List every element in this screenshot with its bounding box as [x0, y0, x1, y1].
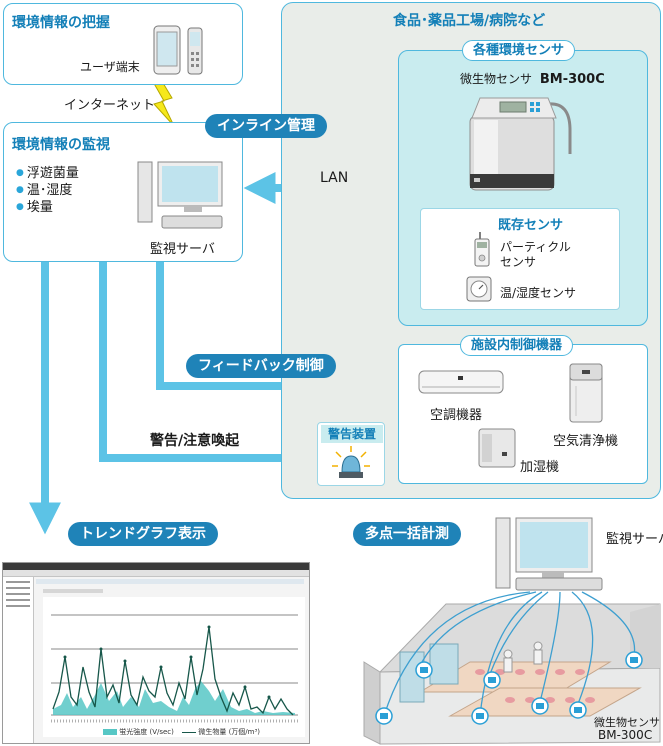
multipoint-measure-label: 多点一括計測: [353, 522, 461, 546]
humidity-sensor-icon: [466, 276, 492, 302]
user-device-label: ユーザ端末: [80, 60, 140, 74]
warning-arrow: [99, 262, 315, 474]
user-info-title: 環境情報の把握: [12, 15, 110, 31]
bottom-sensor-caption: 微生物センサ: [594, 716, 660, 729]
lan-label: LAN: [320, 170, 349, 186]
humidity-sensor-label: 温/湿度センサ: [500, 286, 577, 300]
sensors-box-title: 各種環境センサ: [462, 40, 576, 61]
app-date-field: [43, 589, 103, 593]
inline-management-label: インライン管理: [205, 114, 327, 138]
aircon-label: 空調機器: [430, 408, 483, 423]
existing-sensors-title: 既存センサ: [498, 218, 564, 233]
sensor-caption: 微生物センサ BM-300C: [460, 72, 605, 87]
legend-series-fluorescence: 蛍光強度 (V/sec): [119, 728, 174, 736]
warning-label: 警告/注意喚起: [150, 433, 240, 449]
alarm-light-icon: [332, 446, 370, 478]
humidifier-icon: [478, 428, 516, 468]
monitor-server-icon: [137, 161, 223, 229]
feedback-control-label: フィードバック制御: [186, 354, 336, 378]
particle-sensor-label: パーティクル センサ: [500, 240, 571, 269]
sensor-markers: [375, 651, 643, 725]
app-tab: [36, 579, 304, 584]
legend-series-microbe-count: 微生物量 (万個/m³): [198, 728, 261, 736]
monitor-item: 埃量: [16, 196, 53, 215]
existing-sensors-box: [420, 208, 620, 310]
user-device-icon: [153, 25, 203, 75]
trend-legend: 蛍光強度 (V/sec) 微生物量 (万個/m³): [103, 727, 260, 739]
facility-title: 食品･薬品工場/病院など: [393, 13, 546, 29]
trend-chart: [43, 597, 305, 737]
factory-floor-illustration: [363, 517, 661, 745]
air-purifier-label: 空気清浄機: [553, 434, 619, 449]
particle-sensor-icon: [474, 232, 490, 267]
user-info-box: [3, 3, 243, 85]
monitor-item: 温･湿度: [16, 179, 73, 198]
app-sidebar: [3, 577, 34, 743]
alarm-device-title: 警告装置: [321, 425, 383, 443]
app-titlebar: [3, 563, 309, 570]
monitor-item: 浮遊菌量: [16, 162, 79, 181]
control-devices-title: 施設内制御機器: [460, 335, 574, 356]
trend-graph-label: トレンドグラフ表示: [68, 522, 218, 546]
lightning-icon: [151, 77, 175, 127]
internet-label: インターネット: [64, 98, 156, 113]
app-menubar: [3, 570, 309, 577]
air-purifier-icon: [569, 363, 603, 423]
aircon-icon: [418, 370, 504, 394]
monitor-server-label: 監視サーバ: [150, 242, 215, 257]
bottom-sensor-model: BM-300C: [598, 728, 653, 742]
humidifier-label: 加湿機: [520, 460, 560, 475]
microbe-sensor-icon: [469, 97, 572, 191]
monitoring-title: 環境情報の監視: [12, 137, 110, 153]
trend-graph-screenshot: 蛍光強度 (V/sec) 微生物量 (万個/m³): [2, 562, 310, 744]
bottom-server-label: 監視サーバ: [606, 532, 663, 547]
